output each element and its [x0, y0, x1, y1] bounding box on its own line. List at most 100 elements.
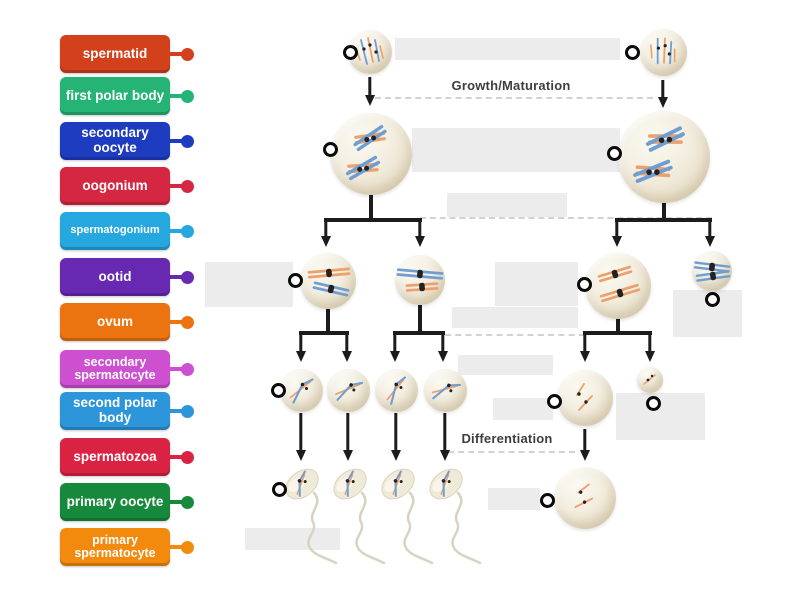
label-pin-line — [169, 138, 183, 144]
arrow-shaft — [583, 429, 587, 451]
label-chip-ovum[interactable]: ovum — [60, 303, 170, 341]
word-bank-item-secondary-oocyte: secondary oocyte — [60, 122, 196, 160]
arrow-shaft — [299, 413, 303, 451]
arrow-shaft — [299, 333, 303, 352]
flow-arrow — [295, 413, 307, 461]
arrow-shaft — [708, 220, 712, 237]
word-bank-item-second-polar-body: second polar body — [60, 392, 196, 430]
label-chip-text: secondary oocyte — [81, 125, 149, 155]
answer-spot-4[interactable] — [606, 145, 622, 161]
word-bank-item-oogonium: oogonium — [60, 167, 196, 205]
label-pin-dot — [181, 495, 194, 509]
fork-bar — [299, 331, 349, 335]
arrow-shaft — [345, 333, 349, 352]
answer-spot-8[interactable] — [270, 382, 286, 398]
secondary-spermatocyte-cell-2 — [395, 255, 445, 305]
flow-arrow — [704, 220, 716, 247]
arrow-shaft — [583, 333, 587, 352]
fork-bar — [583, 331, 652, 335]
answer-spot-12[interactable] — [539, 492, 555, 508]
flow-arrow — [437, 333, 449, 362]
arrow-shaft — [368, 77, 372, 96]
arrow-shaft — [324, 220, 328, 237]
arrow-head — [437, 351, 448, 362]
sperm-cell-2 — [326, 464, 410, 573]
label-pin-line — [169, 183, 183, 189]
fork-stem — [662, 203, 666, 222]
word-bank-item-ootid: ootid — [60, 258, 196, 296]
flow-arrow — [579, 429, 591, 461]
label-chip-first-polar-body[interactable]: first polar body — [60, 77, 170, 115]
flow-arrow — [579, 333, 591, 362]
arrow-head — [342, 450, 353, 461]
fork-bar — [393, 331, 445, 335]
label-pin-dot — [181, 134, 194, 148]
answer-spot-7[interactable] — [704, 291, 720, 307]
label-chip-ootid[interactable]: ootid — [60, 258, 170, 296]
arrow-head — [611, 236, 622, 247]
flow-arrow — [644, 333, 656, 362]
answer-spot-1[interactable] — [342, 44, 358, 60]
answer-spot-10[interactable] — [645, 395, 661, 411]
label-chip-primary-spermatocyte[interactable]: primary spermatocyte — [60, 528, 170, 566]
label-chip-oogonium[interactable]: oogonium — [60, 167, 170, 205]
answer-spot-2[interactable] — [624, 44, 640, 60]
label-pin-dot — [181, 404, 194, 418]
answer-placeholder — [245, 528, 340, 550]
arrow-head — [364, 95, 375, 106]
label-pin-line — [169, 454, 183, 460]
answer-spot-3[interactable] — [322, 141, 338, 157]
label-pin-line — [169, 319, 183, 325]
label-chip-spermatid[interactable]: spermatid — [60, 35, 170, 73]
label-chip-secondary-spermatocyte[interactable]: secondary spermatocyte — [60, 350, 170, 388]
sperm-cell-1 — [278, 464, 362, 573]
word-bank-item-spermatogonium: spermatogonium — [60, 212, 196, 250]
label-pin-line — [169, 228, 183, 234]
primary-spermatocyte-cell — [330, 113, 412, 195]
arrow-head — [295, 351, 306, 362]
word-bank-item-spermatid: spermatid — [60, 35, 196, 73]
arrow-shaft — [615, 220, 619, 237]
fork-stem — [616, 318, 620, 335]
fork-stem — [326, 308, 330, 335]
word-bank: spermatid first polar body secondary oocyt… — [0, 0, 200, 600]
word-bank-item-first-polar-body: first polar body — [60, 77, 196, 115]
label-chip-primary-oocyte[interactable]: primary oocyte — [60, 483, 170, 521]
label-pin-line — [169, 544, 183, 550]
flow-arrow — [341, 333, 353, 362]
label-chip-secondary-oocyte[interactable]: secondary oocyte — [60, 122, 170, 160]
label-chip-second-polar-body[interactable]: second polar body — [60, 392, 170, 430]
flow-arrow — [390, 413, 402, 461]
label-chip-spermatozoa[interactable]: spermatozoa — [60, 438, 170, 476]
arrow-head — [579, 450, 590, 461]
first-polar-body-cell — [692, 251, 732, 291]
label-pin-line — [169, 408, 183, 414]
answer-placeholder — [495, 262, 578, 306]
label-pin-dot — [181, 47, 194, 61]
spermatid-cell-3 — [374, 368, 418, 412]
flow-arrow — [342, 413, 354, 461]
answer-spot-11[interactable] — [271, 481, 287, 497]
dashed-connector — [420, 217, 712, 219]
label-pin-dot — [181, 450, 194, 464]
spermatid-cell-1 — [279, 368, 323, 412]
secondary-oocyte-cell — [585, 253, 651, 319]
arrow-head — [389, 351, 400, 362]
label-chip-spermatogonium[interactable]: spermatogonium — [60, 212, 170, 250]
growth-maturation-label: Growth/Maturation — [451, 78, 571, 93]
label-chip-text: oogonium — [82, 177, 148, 193]
answer-placeholder — [488, 488, 540, 510]
answer-spot-9[interactable] — [546, 393, 562, 409]
label-chip-text: primary oocyte — [66, 493, 164, 509]
label-pin-dot — [181, 89, 194, 103]
answer-spot-6[interactable] — [576, 276, 592, 292]
label-pin-line — [169, 366, 183, 372]
answer-placeholder — [452, 307, 578, 328]
label-pin-line — [169, 499, 183, 505]
fork-stem — [369, 195, 373, 222]
arrow-head — [295, 450, 306, 461]
arrow-head — [390, 450, 401, 461]
answer-spot-5[interactable] — [287, 272, 303, 288]
label-pin-dot — [181, 315, 194, 329]
label-pin-dot — [181, 270, 194, 284]
